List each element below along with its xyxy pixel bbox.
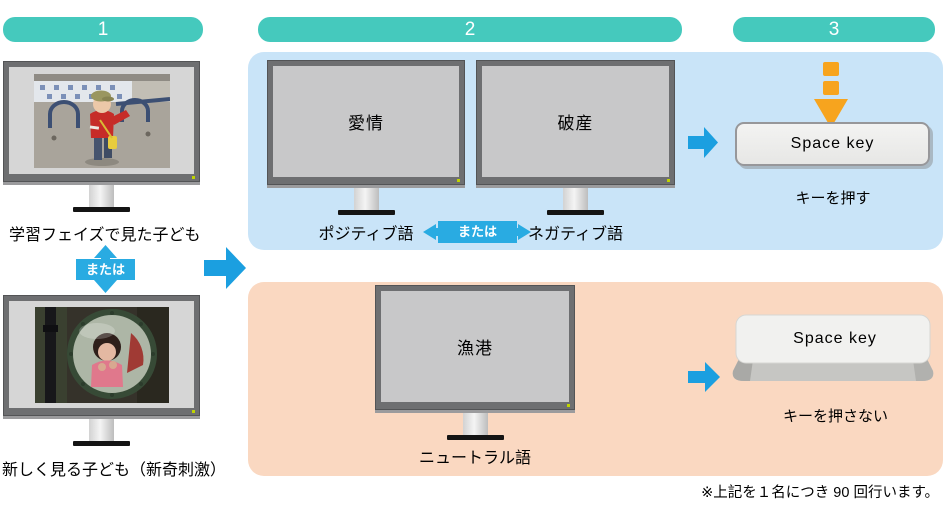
label-negative-word: ネガティブ語 xyxy=(527,226,624,243)
negative-word-text: 破産 xyxy=(557,114,594,133)
monitor-chin xyxy=(375,410,575,413)
monitor-chin xyxy=(3,182,200,185)
space-key-label: Space key xyxy=(793,330,877,347)
label-neutral-word: ニュートラル語 xyxy=(418,450,531,467)
monitor-chin xyxy=(476,185,675,188)
or-badge-phase2: または xyxy=(438,221,517,243)
monitor-stand-base xyxy=(446,435,504,440)
footnote: ※上記を１名につき 90 回行います。 xyxy=(701,485,939,501)
monitor-frame: 破産 xyxy=(476,60,675,185)
step-header-3: 3 xyxy=(733,17,935,42)
monitor-frame: 漁港 xyxy=(375,285,575,410)
neutral-word-text: 漁港 xyxy=(457,339,493,358)
arrow-phase1-to-phase2-icon xyxy=(204,247,246,289)
power-led xyxy=(192,410,195,413)
step-header-2: 2 xyxy=(258,17,682,42)
label-no-press-key: キーを押さない xyxy=(782,408,888,425)
label-novel-child: 新しく見る子ども（新奇刺激） xyxy=(2,462,227,479)
monitor-chin xyxy=(267,185,465,188)
monitor-frame: 愛情 xyxy=(267,60,465,185)
monitor-neutral-word: 漁港 xyxy=(375,285,575,440)
monitor-negative-word: 破産 xyxy=(476,60,675,215)
step-header-1: 1 xyxy=(3,17,203,42)
label-press-key: キーを押す xyxy=(795,190,871,207)
monitor-positive-word: 愛情 xyxy=(267,60,465,215)
monitor-frame xyxy=(3,295,200,416)
monitor-stand-base xyxy=(73,207,130,212)
monitor-stand-neck xyxy=(89,185,114,207)
child-playground-photo xyxy=(33,73,170,168)
monitor-chin xyxy=(3,416,200,419)
monitor-novel-child xyxy=(3,295,200,446)
power-led xyxy=(457,179,460,182)
space-key-label: Space key xyxy=(790,135,875,152)
power-led xyxy=(567,404,570,407)
monitor-screen: 漁港 xyxy=(381,291,569,402)
space-key-pressed: Space key xyxy=(735,122,930,166)
power-led xyxy=(667,179,670,182)
label-learned-child: 学習フェイズで見た子ども xyxy=(9,227,201,244)
label-positive-word: ポジティブ語 xyxy=(318,226,414,243)
press-down-arrow-icon xyxy=(814,62,848,128)
monitor-screen: 破産 xyxy=(482,66,669,177)
monitor-stand-neck xyxy=(89,419,114,441)
positive-word-text: 愛情 xyxy=(348,114,384,133)
monitor-learned-child xyxy=(3,61,200,212)
monitor-screen xyxy=(9,67,194,174)
monitor-stand-neck xyxy=(563,188,588,210)
monitor-screen: 愛情 xyxy=(273,66,459,177)
monitor-stand-base xyxy=(73,441,130,446)
monitor-stand-base xyxy=(337,210,395,215)
power-led xyxy=(192,176,195,179)
monitor-frame xyxy=(3,61,200,182)
monitor-stand-base xyxy=(547,210,604,215)
monitor-stand-neck xyxy=(353,188,379,210)
or-badge-phase1: または xyxy=(76,259,135,280)
monitor-screen xyxy=(9,301,194,408)
space-key-unpressed xyxy=(732,314,934,381)
arrow-to-no-press-key-icon xyxy=(688,362,720,392)
monitor-stand-neck xyxy=(462,413,488,435)
child-mirror-photo xyxy=(34,306,169,403)
arrow-to-press-key-icon xyxy=(688,127,718,158)
